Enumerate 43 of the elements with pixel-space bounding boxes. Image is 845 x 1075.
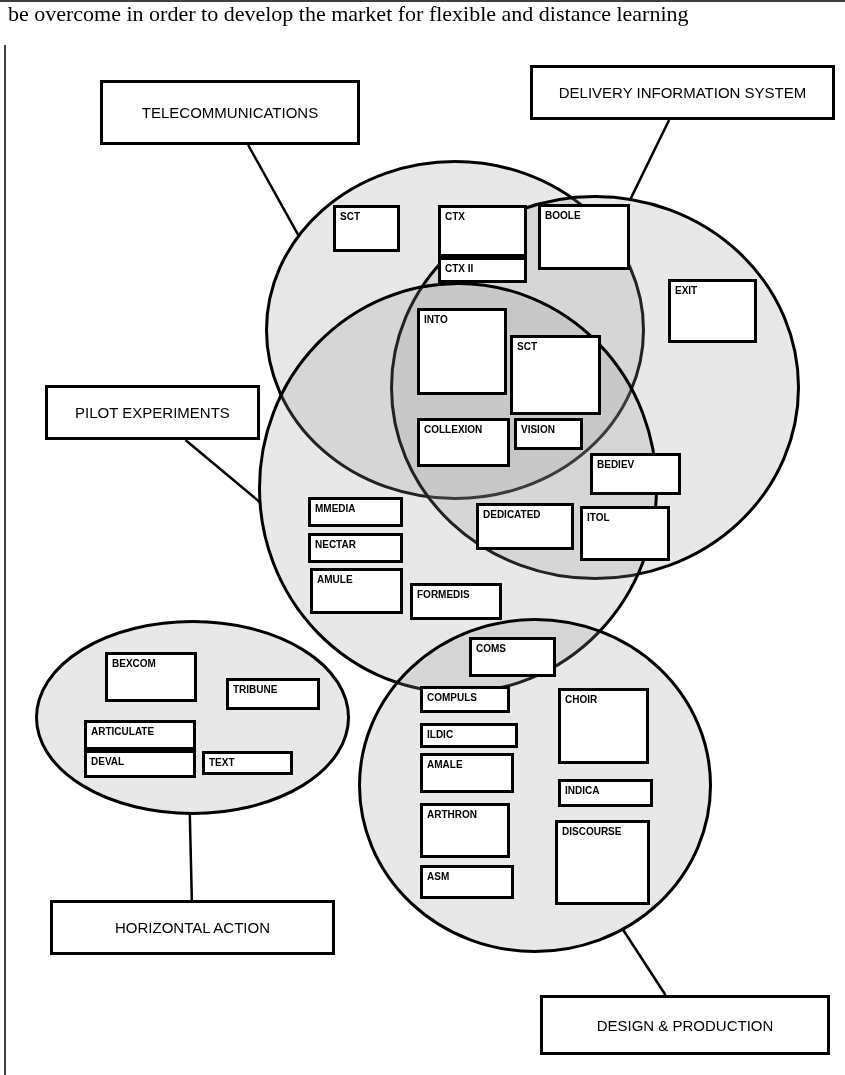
group-title-box: HORIZONTAL ACTION <box>50 900 335 955</box>
project-box: CTX <box>438 205 527 257</box>
project-box: AMALE <box>420 753 514 793</box>
project-box: COLLEXION <box>417 418 510 467</box>
project-box: DEVAL <box>84 750 196 778</box>
project-box: SCT <box>510 335 601 415</box>
project-box: COMS <box>469 637 556 677</box>
group-title-box: DESIGN & PRODUCTION <box>540 995 830 1055</box>
project-box: BEXCOM <box>105 652 197 702</box>
leader-line <box>629 119 671 200</box>
project-box: INDICA <box>558 779 653 807</box>
project-box: BEDIEV <box>590 453 681 495</box>
project-box: AMULE <box>310 568 403 614</box>
leader-line <box>621 928 667 996</box>
set-ellipse <box>35 620 350 815</box>
project-box: FORMEDIS <box>410 583 502 620</box>
project-box: CHOIR <box>558 688 649 764</box>
leader-line <box>184 439 261 504</box>
project-box: ILDIC <box>420 723 518 748</box>
project-box: ITOL <box>580 506 670 561</box>
project-box: DISCOURSE <box>555 820 650 905</box>
project-box: DEDICATED <box>476 503 574 550</box>
project-box: EXIT <box>668 279 757 343</box>
project-box: INTO <box>417 308 507 395</box>
project-box: BOOLE <box>538 204 630 270</box>
project-box: TRIBUNE <box>226 678 320 710</box>
body-text: be overcome in order to develop the market for flexible and distance learning <box>8 2 690 26</box>
project-box: TEXT <box>202 751 293 775</box>
project-box: ASM <box>420 865 514 899</box>
leader-line <box>247 144 300 237</box>
group-title-box: TELECOMMUNICATIONS <box>100 80 360 145</box>
project-box: ARTHRON <box>420 803 510 858</box>
project-box: COMPULS <box>420 686 510 713</box>
project-box: SCT <box>333 205 400 252</box>
project-box: MMEDIA <box>308 497 403 527</box>
group-title-box: PILOT EXPERIMENTS <box>45 385 260 440</box>
set-ellipse <box>358 618 712 953</box>
project-box: VISION <box>514 418 583 450</box>
project-box: NECTAR <box>308 533 403 563</box>
project-box: CTX II <box>438 257 527 283</box>
project-box: ARTICULATE <box>84 720 196 750</box>
group-title-box: DELIVERY INFORMATION SYSTEM <box>530 65 835 120</box>
leader-line <box>188 813 194 901</box>
